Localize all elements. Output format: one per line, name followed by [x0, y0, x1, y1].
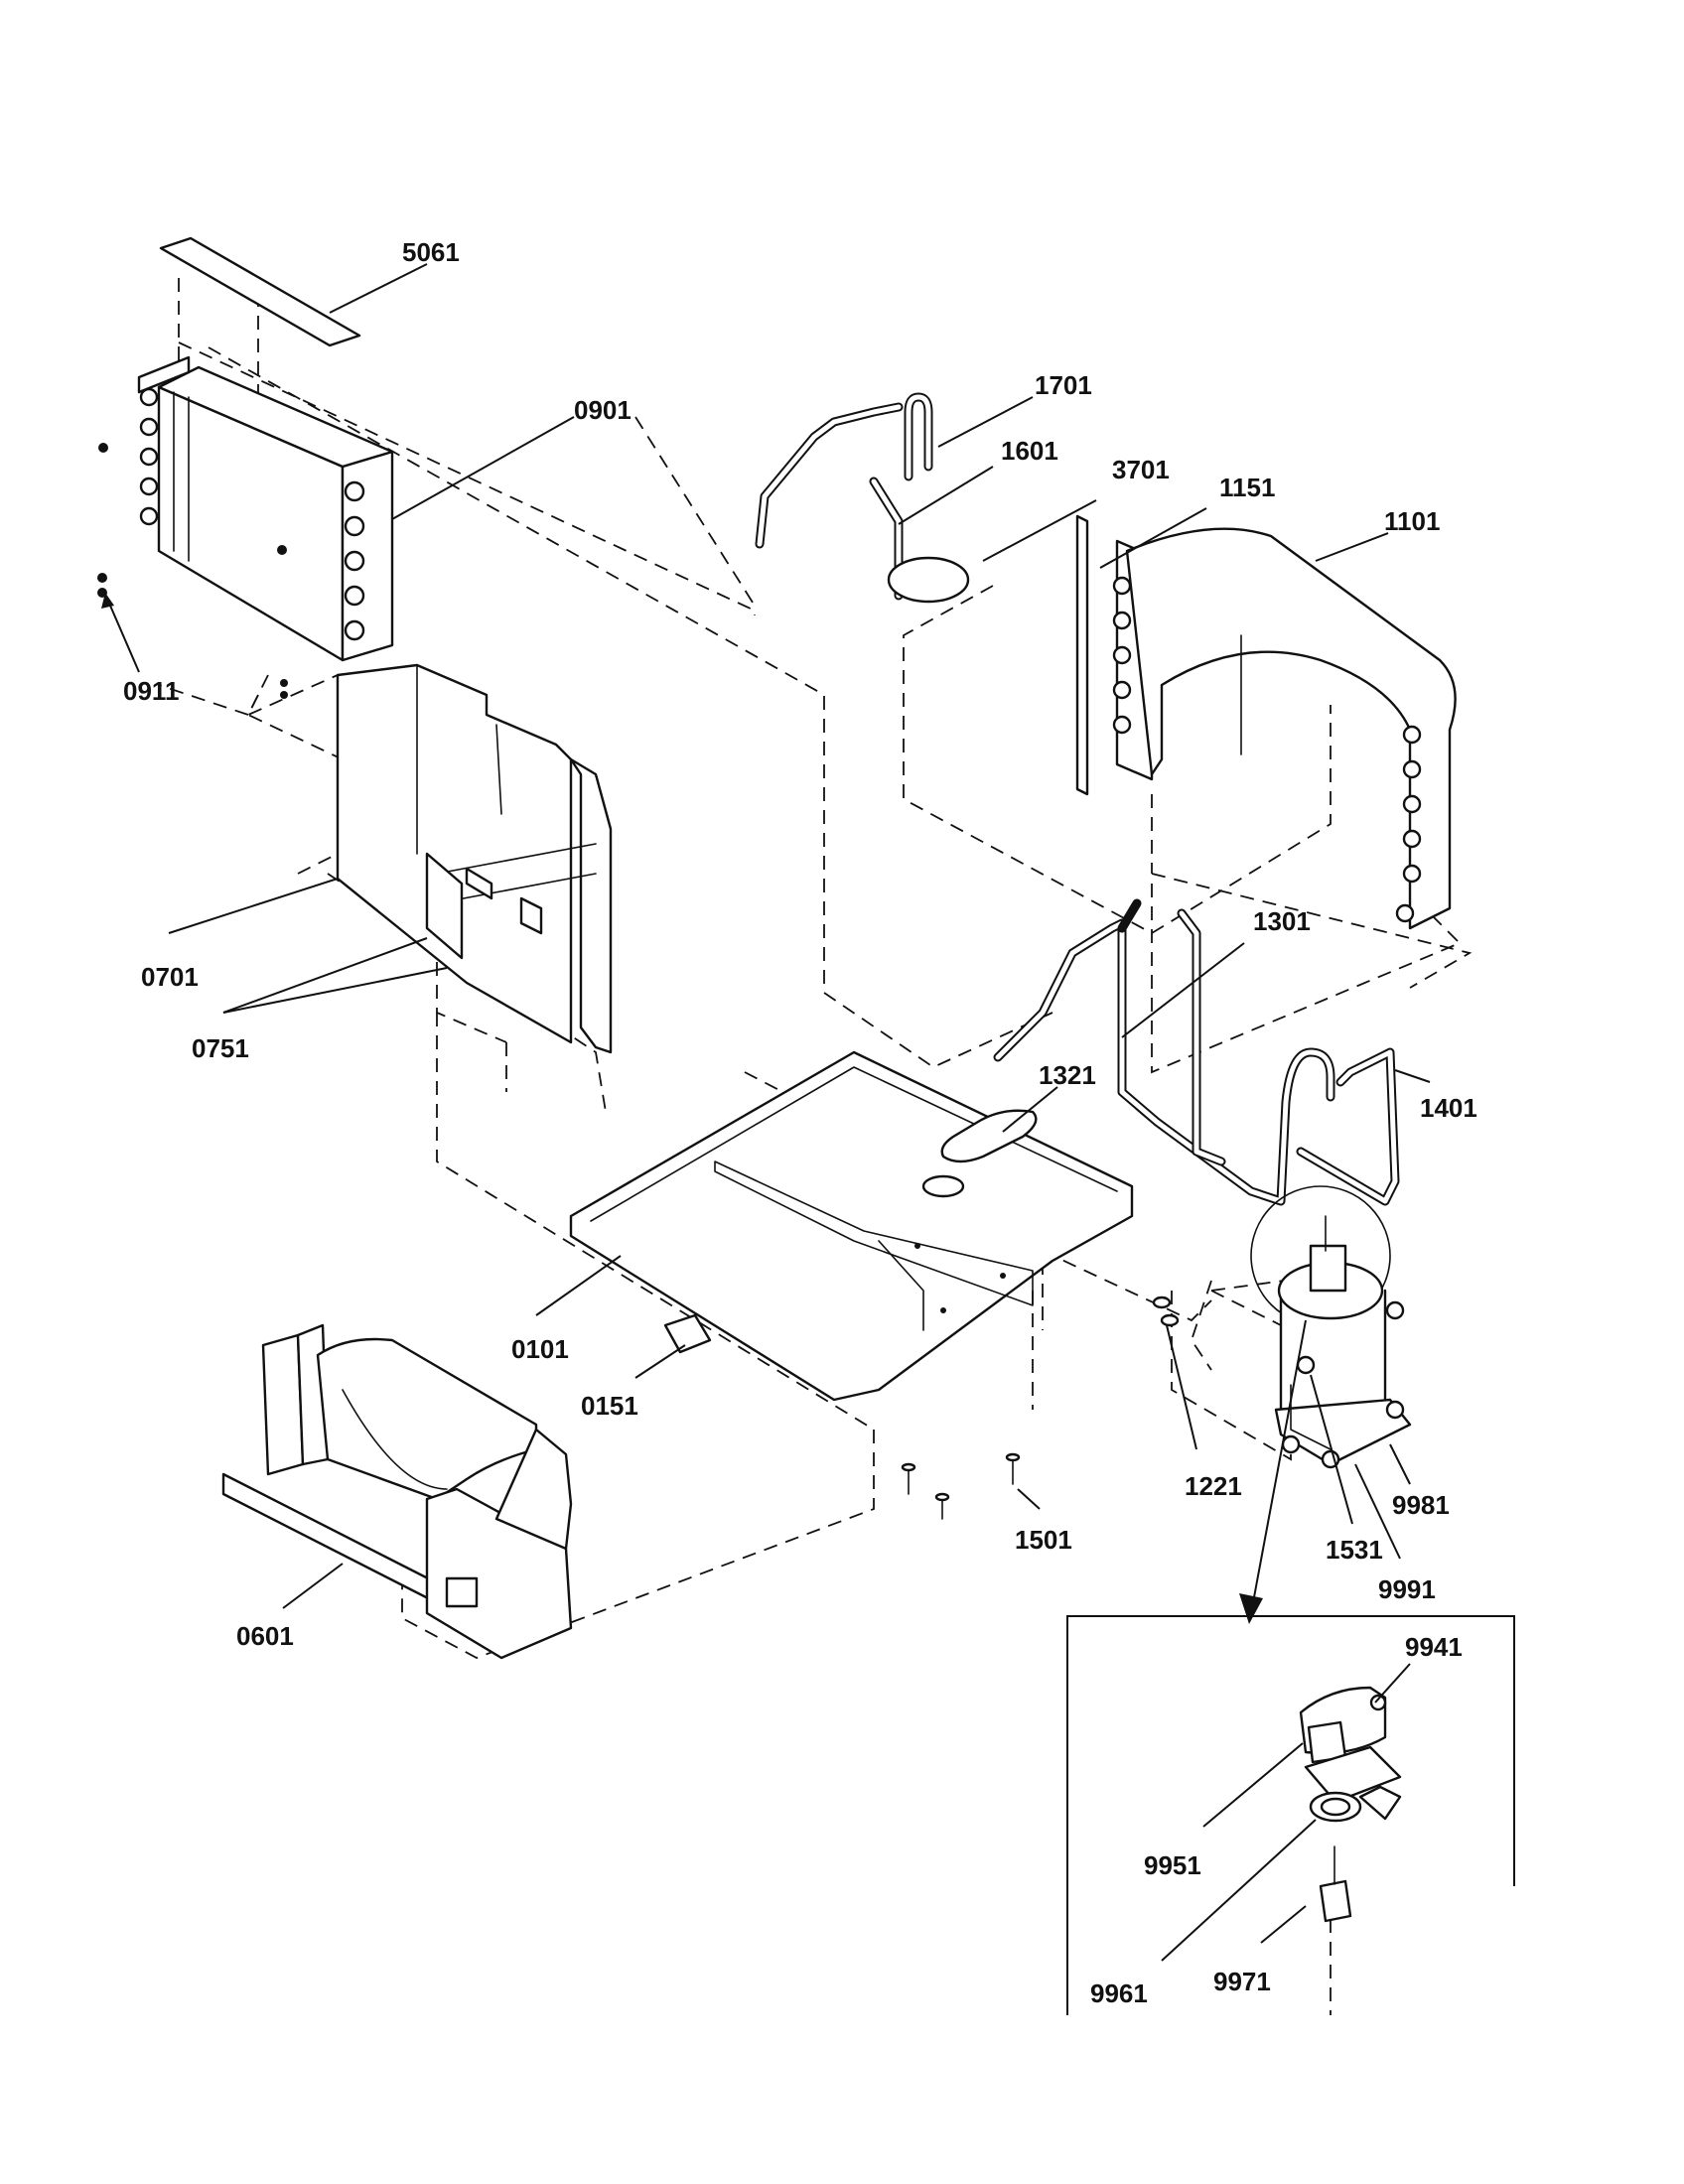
- part-0151-bracket: [663, 1313, 712, 1354]
- part-1301-tubing: [993, 898, 1335, 1206]
- part-compressor: [1250, 1185, 1412, 1469]
- part-9951-protector: [1304, 1745, 1402, 1804]
- part-0101-base-pan: [569, 1050, 1134, 1402]
- label-0151: 0151: [581, 1391, 638, 1421]
- label-0751: 0751: [192, 1033, 249, 1063]
- label-0101: 0101: [511, 1334, 569, 1364]
- part-1501-screws: [901, 1452, 1021, 1520]
- label-1151: 1151: [1219, 473, 1275, 502]
- label-1221: 1221: [1185, 1471, 1242, 1501]
- part-1701-tube: [755, 392, 933, 549]
- part-0701-shroud: [336, 663, 613, 1054]
- label-0701: 0701: [141, 962, 199, 992]
- label-1401: 1401: [1420, 1093, 1477, 1123]
- label-9951: 9951: [1144, 1850, 1201, 1880]
- condenser-coil-bends: [137, 355, 365, 641]
- label-0601: 0601: [236, 1621, 294, 1651]
- part-1401-tube: [1296, 1047, 1400, 1206]
- label-1531: 1531: [1326, 1535, 1383, 1565]
- part-0901-condenser-coil: [97, 355, 394, 699]
- part-9941-cover: [1299, 1686, 1387, 1764]
- label-9991: 9991: [1378, 1574, 1436, 1604]
- label-9941: 9941: [1405, 1632, 1463, 1662]
- leader-lines: [101, 263, 1431, 1962]
- label-1101: 1101: [1384, 506, 1440, 536]
- label-1501: 1501: [1015, 1525, 1072, 1555]
- part-labels: 5061 0901 0911 1701 1601 3701 1151 1101 …: [123, 237, 1477, 2008]
- part-1221-grommets: [1152, 1296, 1180, 1327]
- label-9971: 9971: [1213, 1967, 1271, 1996]
- label-1701: 1701: [1035, 370, 1092, 400]
- part-1101-shroud: [1125, 527, 1457, 930]
- label-9981: 9981: [1392, 1490, 1450, 1520]
- label-1301: 1301: [1253, 906, 1311, 936]
- label-3701: 3701: [1112, 455, 1170, 484]
- part-9961-gasket: [1309, 1785, 1402, 1823]
- detail-inset-box: [1066, 1615, 1515, 2015]
- part-5061-strip: [159, 236, 361, 347]
- label-0901: 0901: [574, 395, 632, 425]
- part-9971-terminal: [1319, 1845, 1352, 1923]
- label-1601: 1601: [1001, 436, 1058, 466]
- detail-arrow: [1239, 1319, 1307, 1624]
- part-3701-ring: [887, 556, 970, 604]
- label-5061: 5061: [402, 237, 460, 267]
- label-1321: 1321: [1039, 1060, 1096, 1090]
- part-0601-bracket: [221, 1323, 573, 1660]
- label-0911: 0911: [123, 676, 179, 706]
- label-9961: 9961: [1090, 1979, 1148, 2008]
